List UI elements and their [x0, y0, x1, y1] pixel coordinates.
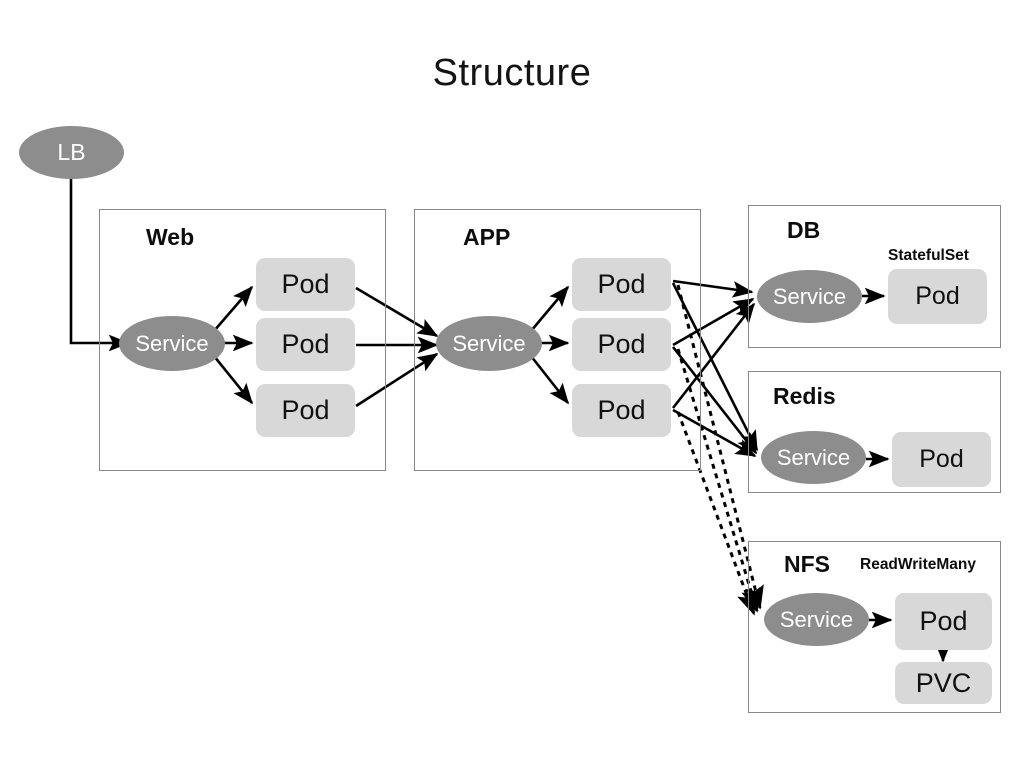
redis-service-node[interactable]: Service [761, 431, 866, 484]
group-db[interactable] [748, 205, 1001, 348]
app-pod-1[interactable]: Pod [572, 258, 671, 311]
app-pod-1-label: Pod [597, 269, 646, 299]
nfs-service-node[interactable]: Service [764, 593, 869, 646]
group-app[interactable] [414, 209, 701, 471]
web-pod-1[interactable]: Pod [256, 258, 355, 311]
group-nfs-title: NFS [784, 551, 830, 577]
db-service-node[interactable]: Service [757, 270, 862, 323]
app-pod-3[interactable]: Pod [572, 384, 671, 437]
db-pod-label: Pod [915, 282, 960, 310]
web-pod-3-label: Pod [281, 395, 330, 425]
app-pod-2-label: Pod [597, 329, 646, 359]
page-title: Structure [432, 52, 592, 94]
load-balancer-node[interactable]: LB [19, 126, 124, 179]
app-service-label: Service [452, 330, 526, 356]
web-service-label: Service [135, 330, 209, 356]
web-pod-1-label: Pod [281, 269, 330, 299]
nfs-pvc[interactable]: PVC [895, 662, 992, 704]
load-balancer-label: LB [57, 139, 86, 165]
group-web[interactable] [99, 209, 386, 471]
web-service-node[interactable]: Service [119, 316, 225, 371]
app-pod-3-label: Pod [597, 395, 646, 425]
redis-service-label: Service [776, 444, 851, 470]
db-service-label: Service [772, 283, 847, 309]
group-nfs[interactable] [748, 541, 1001, 713]
nfs-service-label: Service [779, 606, 854, 632]
nfs-pvc-label: PVC [915, 667, 972, 698]
nfs-pod[interactable]: Pod [895, 593, 992, 650]
group-db-title: DB [787, 217, 821, 243]
nfs-pod-label: Pod [919, 606, 968, 636]
group-redis[interactable] [748, 371, 1001, 493]
group-redis-title: Redis [773, 383, 836, 409]
group-app-title: APP [463, 224, 511, 250]
web-pod-2[interactable]: Pod [256, 318, 355, 371]
group-nfs-note: ReadWriteMany [860, 556, 976, 573]
redis-pod-label: Pod [919, 445, 964, 473]
group-db-note: StatefulSet [888, 247, 969, 264]
group-web-title: Web [146, 224, 195, 250]
app-pod-2[interactable]: Pod [572, 318, 671, 371]
web-pod-2-label: Pod [281, 329, 330, 359]
web-pod-3[interactable]: Pod [256, 384, 355, 437]
redis-pod[interactable]: Pod [892, 432, 991, 487]
db-pod[interactable]: Pod [888, 269, 987, 324]
app-service-node[interactable]: Service [436, 316, 542, 371]
